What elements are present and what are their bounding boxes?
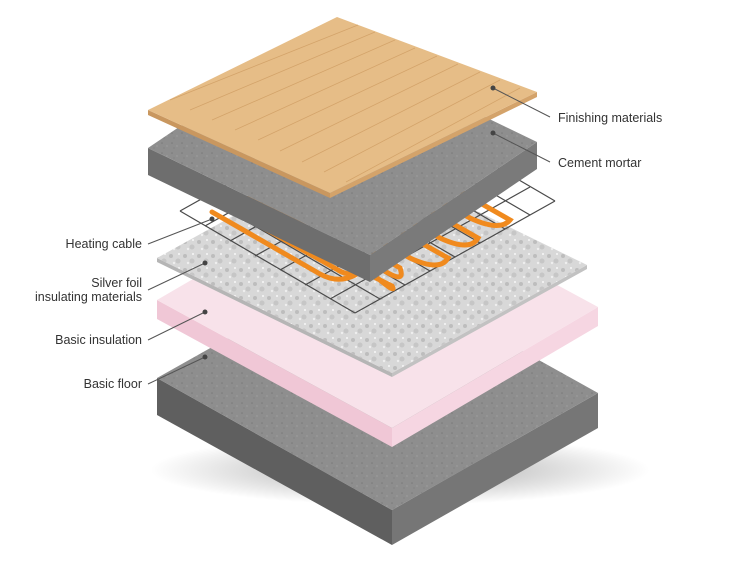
label-cement-mortar: Cement mortar: [558, 156, 641, 170]
label-basic-floor: Basic floor: [84, 377, 142, 391]
label-basic-insulation: Basic insulation: [55, 333, 142, 347]
wood-grain: [169, 24, 521, 183]
leader-lines: [147, 87, 551, 385]
label-heating-cable: Heating cable: [66, 237, 142, 251]
label-silver-foil-line1: Silver foil: [91, 276, 142, 290]
heating-cable: [209, 143, 514, 292]
label-silver-foil-line2: insulating materials: [35, 290, 142, 304]
leader-dots: [202, 85, 496, 360]
label-finishing-materials: Finishing materials: [558, 111, 662, 125]
finishing-materials-layer: [148, 17, 537, 198]
